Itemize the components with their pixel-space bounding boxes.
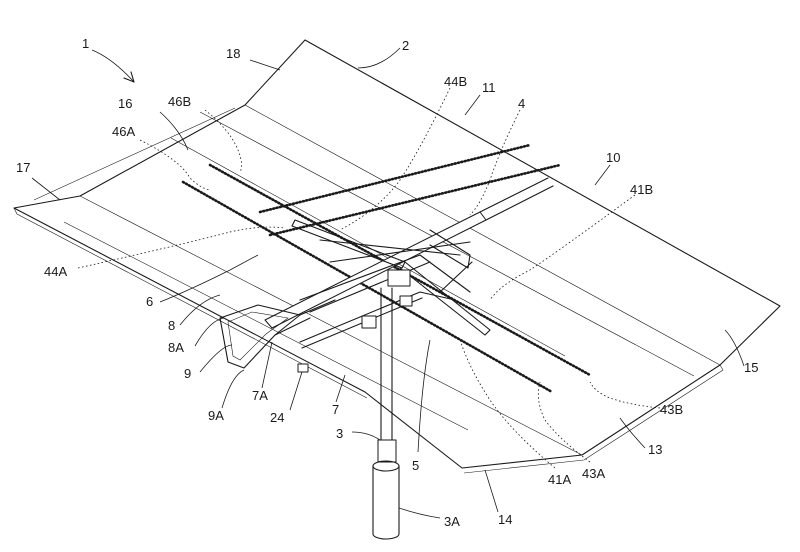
leader-14	[484, 469, 499, 513]
base-cylinder-top	[372, 460, 400, 472]
label-15: 15	[744, 360, 758, 375]
leader-9	[199, 344, 233, 373]
label-7A: 7A	[252, 388, 268, 403]
post-collar	[377, 439, 397, 463]
leader-2	[357, 47, 401, 69]
leader-18	[249, 59, 281, 71]
arm-cross-1	[319, 239, 471, 263]
reference-labels: 1 18 2 44B 46B 11 16 4 46A 10 17 41B 44A…	[16, 36, 758, 529]
panel-seams	[33, 107, 695, 431]
label-16: 16	[118, 96, 132, 111]
label-8A: 8A	[168, 340, 184, 355]
label-3A: 3A	[444, 514, 460, 529]
bracket-lower	[361, 315, 377, 329]
support-frame	[219, 177, 554, 373]
dotted-line-46a-41a	[181, 180, 554, 394]
label-44A: 44A	[44, 264, 67, 279]
label-18: 18	[226, 46, 240, 61]
panel-outline	[13, 39, 781, 469]
leader-16	[159, 111, 189, 151]
bracket-side	[399, 295, 413, 307]
label-6: 6	[146, 294, 153, 309]
clamp-24	[297, 363, 309, 373]
label-7: 7	[332, 402, 339, 417]
label-11: 11	[482, 80, 496, 95]
arm-lower-right	[399, 261, 491, 336]
label-43A: 43A	[582, 466, 605, 481]
label-13: 13	[648, 442, 662, 457]
leader-15	[724, 329, 745, 367]
label-43B: 43B	[660, 402, 683, 417]
leader-41B	[489, 194, 636, 301]
leader-3	[351, 431, 381, 441]
dotted-line-44-top	[258, 143, 532, 214]
leader-10	[594, 164, 611, 186]
leader-7	[335, 374, 346, 403]
leader-46B	[204, 109, 242, 173]
label-41A: 41A	[548, 472, 571, 487]
leader-43A	[537, 381, 591, 463]
leader-6	[159, 254, 259, 303]
label-2: 2	[402, 38, 409, 53]
leader-11	[464, 94, 481, 116]
leader-13	[619, 417, 646, 449]
label-41B: 41B	[630, 182, 653, 197]
label-4: 4	[518, 96, 525, 111]
leader-4	[469, 109, 521, 216]
leader-17	[31, 177, 61, 201]
label-10: 10	[606, 150, 620, 165]
label-24: 24	[270, 410, 284, 425]
label-5: 5	[412, 458, 419, 473]
arm-upper-left	[291, 219, 406, 269]
panel	[13, 39, 781, 474]
label-44B: 44B	[444, 74, 467, 89]
end-frame-link	[274, 299, 336, 336]
label-46B: 46B	[168, 94, 191, 109]
label-8: 8	[168, 318, 175, 333]
leader-lines	[31, 47, 745, 519]
leader-46A	[139, 139, 211, 191]
label-9: 9	[184, 366, 191, 381]
bracket-upper	[387, 269, 411, 287]
arrow-1-head	[123, 71, 135, 83]
arrow-1	[91, 49, 135, 83]
leader-7A	[261, 341, 273, 389]
leader-8A	[194, 317, 225, 347]
leader-9A	[221, 369, 245, 409]
base-cylinder	[372, 465, 400, 540]
leader-43B	[589, 381, 661, 409]
leader-5	[417, 339, 431, 453]
label-1: 1	[82, 36, 89, 51]
label-14: 14	[498, 512, 512, 527]
end-frame-inner	[227, 311, 289, 361]
label-17: 17	[16, 160, 30, 175]
label-46A: 46A	[112, 124, 135, 139]
leader-41A	[459, 339, 556, 469]
leader-24	[289, 371, 303, 411]
main-beam-extension	[479, 177, 554, 221]
leader-3A	[398, 507, 441, 519]
post	[380, 287, 393, 463]
panel-edge	[13, 207, 724, 474]
fold-lines-transverse	[79, 104, 721, 456]
label-9A: 9A	[208, 408, 224, 423]
leader-44A	[77, 226, 286, 269]
front-brace	[429, 229, 473, 293]
support-post	[372, 287, 400, 540]
label-3: 3	[336, 426, 343, 441]
dotted-line-44-bottom	[268, 163, 562, 237]
leader-44B	[339, 87, 451, 231]
leader-8	[179, 294, 221, 326]
